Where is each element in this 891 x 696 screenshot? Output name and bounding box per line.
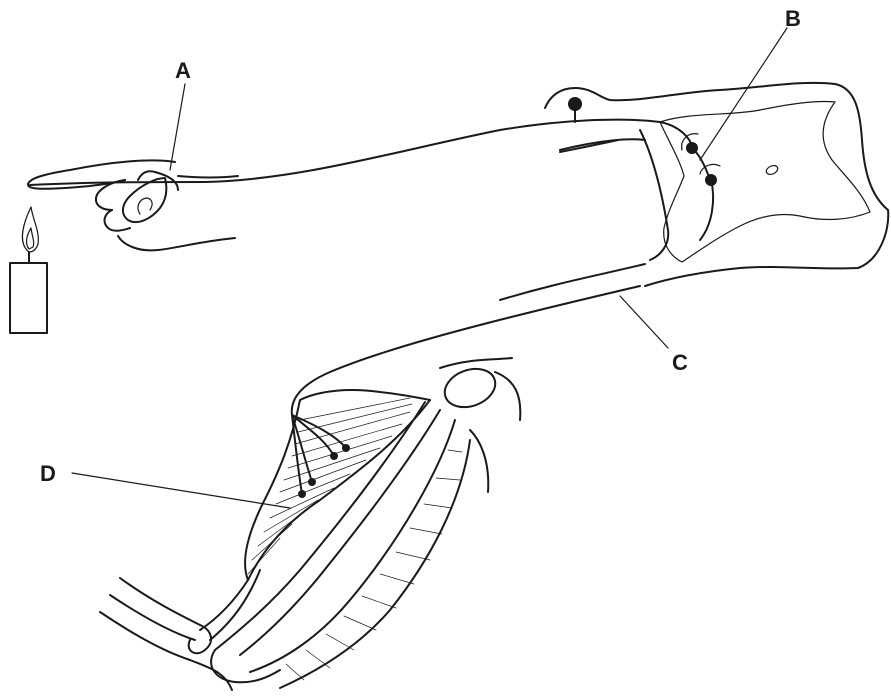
arm-cord-junction <box>560 139 645 150</box>
leader-line-d <box>72 473 290 508</box>
end-plate-4 <box>342 444 350 452</box>
leader-line-c <box>620 296 668 348</box>
end-plate-3 <box>330 452 338 460</box>
shoulder-joint <box>439 362 500 414</box>
motor-branch-1 <box>292 415 302 494</box>
thumbnail <box>138 198 152 214</box>
palm-outline <box>118 236 235 250</box>
arm-back-contour <box>280 440 470 688</box>
motor-dendrite <box>700 180 713 240</box>
arm-lower-contour <box>500 264 645 300</box>
hand <box>28 160 238 250</box>
cord-outer-outline <box>545 83 888 286</box>
central-canal <box>765 164 779 176</box>
leader-line-b <box>700 28 787 160</box>
leader-line-a <box>170 84 185 170</box>
label-b: B <box>785 6 801 31</box>
biceps-fibres <box>248 398 412 574</box>
curled-finger-outline-2 <box>105 210 130 231</box>
synapse-region <box>682 134 720 240</box>
candle-body <box>10 263 47 333</box>
label-a: A <box>175 58 191 83</box>
motor-neurone <box>292 286 640 415</box>
humerus-lower <box>240 410 440 655</box>
forearm-mid <box>110 595 195 640</box>
spinal-cord <box>545 83 888 286</box>
biceps-tendon-2 <box>210 570 260 640</box>
sensory-neurone <box>30 120 693 185</box>
triceps-outline <box>250 420 455 672</box>
forearm-top <box>120 578 200 625</box>
candle <box>10 207 47 333</box>
grey-matter <box>660 101 870 262</box>
wrist-outline <box>178 176 238 178</box>
synapse-cleft-2 <box>700 164 720 174</box>
armpit-curve <box>470 430 488 492</box>
upper-arm <box>100 358 520 690</box>
arm-upper-contour <box>560 140 618 152</box>
label-d: D <box>40 461 56 486</box>
thumb-outline <box>123 178 166 222</box>
candle-flame-inner <box>27 228 34 249</box>
biceps-muscle <box>245 390 430 580</box>
shoulder-curve <box>495 372 520 420</box>
forearm-bottom <box>100 612 232 690</box>
elbow-contour <box>211 650 280 682</box>
end-plate-2 <box>308 478 316 486</box>
knuckle-outline <box>138 171 178 190</box>
end-plate-1 <box>298 490 306 498</box>
sensory-cell-body <box>568 97 582 111</box>
label-c: C <box>672 350 688 375</box>
shoulder-top <box>440 358 512 368</box>
